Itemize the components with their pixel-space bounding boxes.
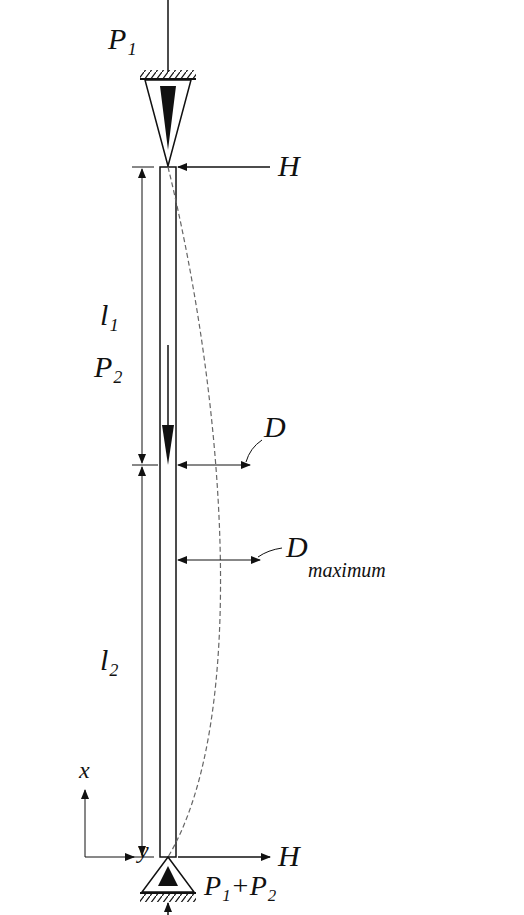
axis-label: y <box>138 838 149 862</box>
load-arrowhead <box>162 425 174 465</box>
deflection-label: D <box>286 532 308 562</box>
load-label: P₁ <box>108 24 137 54</box>
pin-support-fill <box>158 866 178 886</box>
axis-arrow <box>85 790 86 857</box>
deflection-arrow <box>178 465 250 466</box>
column <box>160 167 176 857</box>
leader-line <box>258 548 282 557</box>
support-hatch <box>140 894 196 902</box>
pin-support <box>145 80 191 166</box>
dimension-line <box>142 169 143 463</box>
force-label: H <box>278 841 300 871</box>
deflection-label: D <box>264 412 286 442</box>
subscript-label: maximum <box>308 560 386 580</box>
axis-label: x <box>79 758 90 782</box>
length-label: l₂ <box>100 645 119 675</box>
load-label: P₂ <box>94 352 123 382</box>
pin-support-fill <box>160 86 176 150</box>
dimension-line <box>142 467 143 855</box>
force-arrow <box>178 856 270 858</box>
axis-arrow <box>85 857 134 858</box>
pin-support <box>142 857 194 892</box>
deflected-shape <box>168 167 221 857</box>
load-line <box>167 345 169 425</box>
leader-line <box>246 440 262 462</box>
reaction-arrow <box>167 903 169 915</box>
dimension-tick <box>132 167 154 168</box>
load-line <box>167 0 169 72</box>
reaction-label: P₁+P₂ <box>204 872 277 900</box>
dimension-tick <box>132 465 158 466</box>
deflection-arrow <box>178 560 260 561</box>
support-base <box>140 892 196 894</box>
force-arrow <box>178 166 270 168</box>
support-hatch <box>140 70 196 78</box>
length-label: l₁ <box>100 300 119 330</box>
force-label: H <box>278 151 300 181</box>
